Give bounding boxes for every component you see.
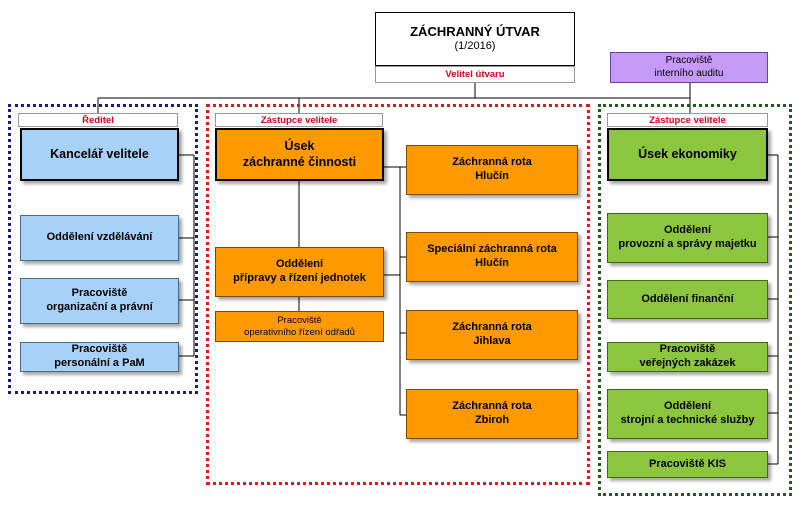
- commander-label: Velitel útvaru: [375, 66, 575, 83]
- internal-audit-box: Pracoviště interního auditu: [610, 52, 768, 83]
- right-unit-4: Oddělení strojní a technické služby: [607, 389, 768, 439]
- company-2: Speciální záchranná rota Hlučín: [406, 232, 578, 282]
- unit-title: ZÁCHRANNÝ ÚTVAR: [410, 24, 540, 39]
- economy-section-box: Úsek ekonomiky: [607, 128, 768, 181]
- right-unit-5: Pracoviště KIS: [607, 451, 768, 478]
- right-unit-2: Oddělení finanční: [607, 280, 768, 319]
- deputy-header-center: Zástupce velitele: [215, 113, 383, 127]
- director-group-border: [8, 104, 198, 394]
- deputy-header-right: Zástupce velitele: [607, 113, 768, 127]
- company-4: Záchranná rota Zbiroh: [406, 389, 578, 439]
- unit-title-box: ZÁCHRANNÝ ÚTVAR (1/2016): [375, 12, 575, 66]
- rescue-section-box: Úsek záchranné činnosti: [215, 128, 384, 181]
- commander-office-box: Kancelář velitele: [20, 128, 179, 181]
- economy-group-border: [598, 104, 792, 496]
- director-header: Ředitel: [18, 113, 178, 127]
- right-unit-3: Pracoviště veřejných zakázek: [607, 342, 768, 372]
- rescue-group-border: [206, 104, 590, 485]
- unit-subtitle: (1/2016): [454, 40, 496, 53]
- left-unit-2: Pracoviště organizační a právní: [20, 278, 179, 324]
- operations-workplace-box: Pracoviště operativního řízení odřadů: [215, 311, 384, 342]
- training-department-box: Oddělení přípravy a řízení jednotek: [215, 247, 384, 297]
- right-unit-1: Oddělení provozní a správy majetku: [607, 213, 768, 263]
- left-unit-1: Oddělení vzdělávání: [20, 215, 179, 261]
- left-unit-3: Pracoviště personální a PaM: [20, 342, 179, 372]
- company-3: Záchranná rota Jihlava: [406, 310, 578, 360]
- company-1: Záchranná rota Hlučín: [406, 145, 578, 195]
